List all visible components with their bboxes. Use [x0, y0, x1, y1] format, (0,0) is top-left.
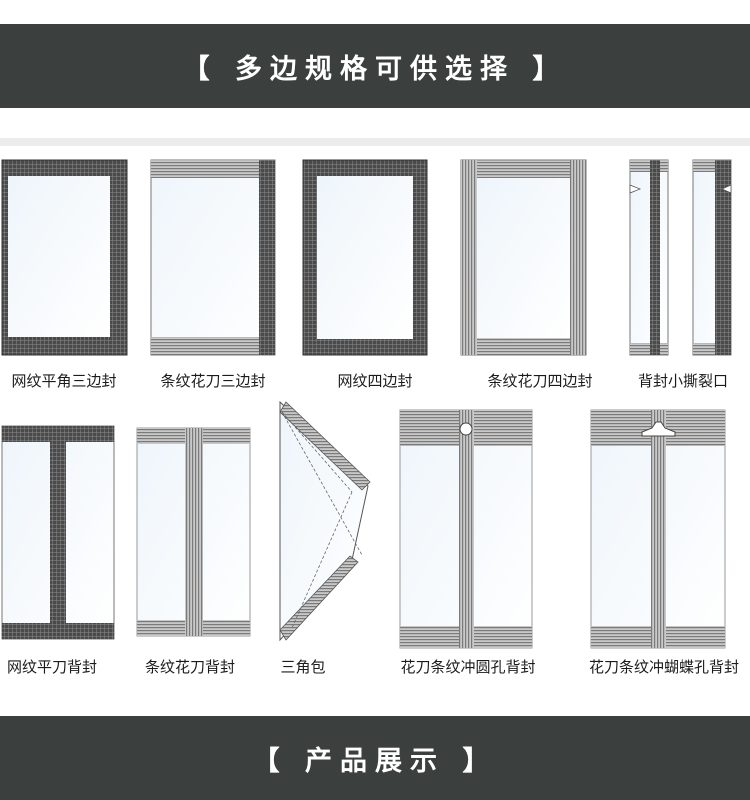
footer-banner: 【 产品展示 】	[0, 716, 750, 800]
footer-title: 【 产品展示 】	[252, 745, 498, 777]
header-banner: 【 多边规格可供选择 】	[0, 24, 750, 108]
bag-mesh-four-side	[302, 159, 428, 356]
label-back-seal-tear-notch: 背封小撕裂口	[637, 372, 729, 390]
divider-strip	[0, 138, 750, 146]
label-mesh-three-side: 网纹平角三边封	[11, 372, 117, 390]
bag-stripe-three-side	[150, 159, 276, 356]
label-triangle-pack: 三角包	[280, 658, 326, 676]
label-stripe-three-side: 条纹花刀三边封	[160, 372, 266, 390]
bag-mesh-back-seal	[1, 425, 115, 640]
bag-stripe-back-seal	[136, 427, 251, 637]
label-mesh-back-seal: 网纹平刀背封	[6, 658, 98, 676]
bag-mesh-three-side	[1, 159, 128, 356]
bag-round-hole-back-seal	[399, 409, 533, 649]
bag-stripe-four-side	[460, 159, 587, 356]
bag-triangle-pack	[279, 400, 371, 642]
label-butterfly-hole-back-seal: 花刀条纹冲蝴蝶孔背封	[588, 658, 740, 676]
label-mesh-four-side: 网纹四边封	[337, 372, 413, 390]
label-round-hole-back-seal: 花刀条纹冲圆孔背封	[400, 658, 536, 676]
bag-back-seal-tear-notch	[629, 159, 732, 356]
label-stripe-four-side: 条纹花刀四边封	[487, 372, 593, 390]
header-title: 【 多边规格可供选择 】	[182, 53, 568, 85]
bag-butterfly-hole-back-seal	[590, 409, 726, 649]
label-stripe-back-seal: 条纹花刀背封	[144, 658, 236, 676]
